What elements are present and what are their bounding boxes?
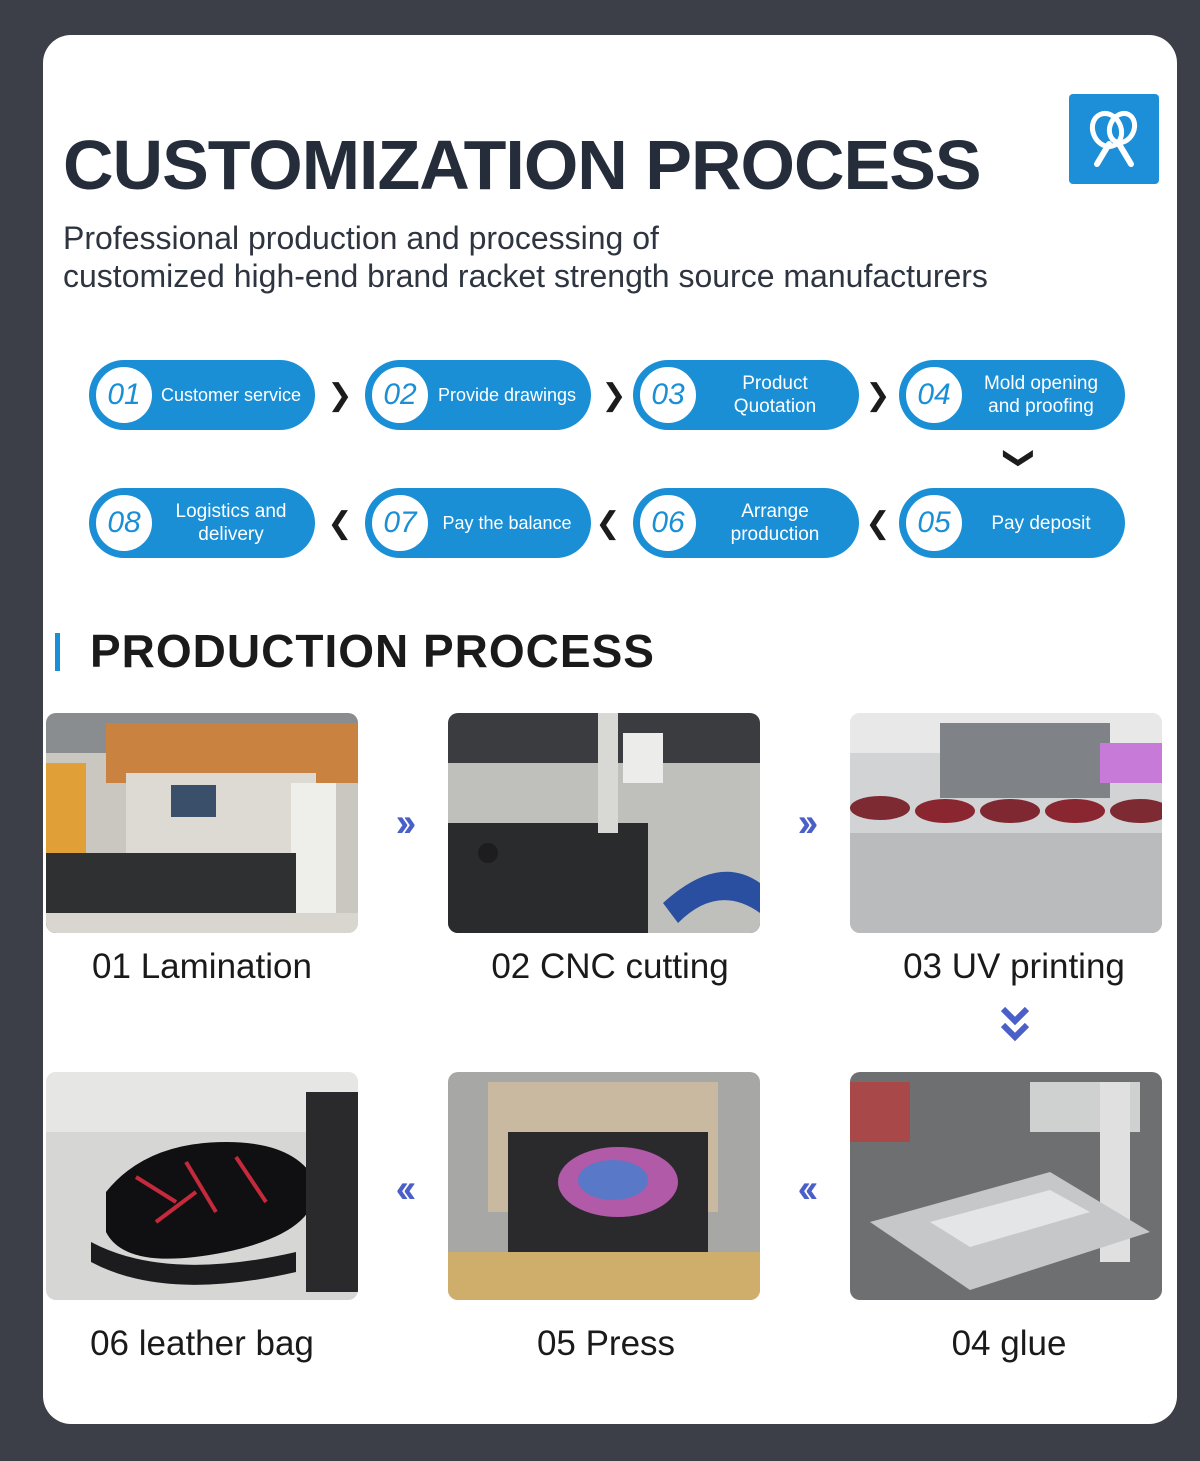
photo-leather-bag [46,1072,358,1300]
photo-press [448,1072,760,1300]
step-number: 05 [903,492,965,554]
flow-down-icon [1000,1006,1030,1042]
photo-cnc-cutting [448,713,760,933]
photo-uv-printing [850,713,1162,933]
stage-caption: 02 CNC cutting [491,947,729,986]
step-label: Customer service [160,384,302,405]
step-04: 04 Mold opening and proofing [899,360,1125,430]
chevron-left-icon: ❮ [865,507,891,540]
step-label: Mold opening and proofing [983,373,1099,417]
stage-caption: 06 leather bag [90,1324,314,1363]
subtitle-line-2: customized high-end brand racket strengt… [63,258,988,294]
process-card: CUSTOMIZATION PROCESS Professional produ… [43,35,1177,1424]
stage-caption: 04 glue [951,1324,1067,1363]
step-number: 08 [93,492,155,554]
step-label: Pay the balance [442,512,572,533]
step-label: Pay deposit [991,512,1091,534]
chevron-left-icon: ❮ [595,507,621,540]
production-title: PRODUCTION PROCESS [90,625,655,677]
step-number: 06 [637,492,699,554]
step-07: 07 Pay the balance [365,488,591,558]
chevron-right-icon: ❯ [601,379,627,412]
step-label: Arrange production [730,501,820,545]
photo-lamination [46,713,358,933]
step-label: Logistics and delivery [175,501,287,545]
racket-logo-icon [1089,110,1138,167]
step-number: 03 [637,364,699,426]
brand-logo [1069,94,1159,184]
section-accent-bar [55,633,60,671]
step-08: 08 Logistics and delivery [89,488,315,558]
step-label: Product Quotation [733,373,817,417]
photo-glue [850,1072,1162,1300]
chevron-right-icon: ❯ [865,379,891,412]
step-number: 04 [903,364,965,426]
stage-caption: 05 Press [536,1324,676,1363]
flow-left-icon: ‹‹ [395,1167,417,1211]
step-01: 01 Customer service [89,360,315,430]
flow-left-icon: ‹‹ [797,1167,819,1211]
step-03: 03 Product Quotation [633,360,859,430]
chevron-left-icon: ❮ [327,507,353,540]
page-title: CUSTOMIZATION PROCESS [63,126,982,204]
subtitle-line-1: Professional production and processing o… [63,220,659,256]
chevron-down-icon: ❯ [1003,445,1036,471]
chevron-right-icon: ❯ [327,379,353,412]
step-05: 05 Pay deposit [899,488,1125,558]
step-number: 02 [369,364,431,426]
page-subtitle: Professional production and processing o… [63,219,1063,295]
step-06: 06 Arrange production [633,488,859,558]
step-number: 07 [369,492,431,554]
step-number: 01 [93,364,155,426]
flow-right-icon: ›› [797,801,819,845]
flow-right-icon: ›› [395,801,417,845]
stage-caption: 03 UV printing [903,947,1125,986]
step-02: 02 Provide drawings [365,360,591,430]
stage-caption: 01 Lamination [92,947,312,986]
step-label: Provide drawings [437,384,577,405]
